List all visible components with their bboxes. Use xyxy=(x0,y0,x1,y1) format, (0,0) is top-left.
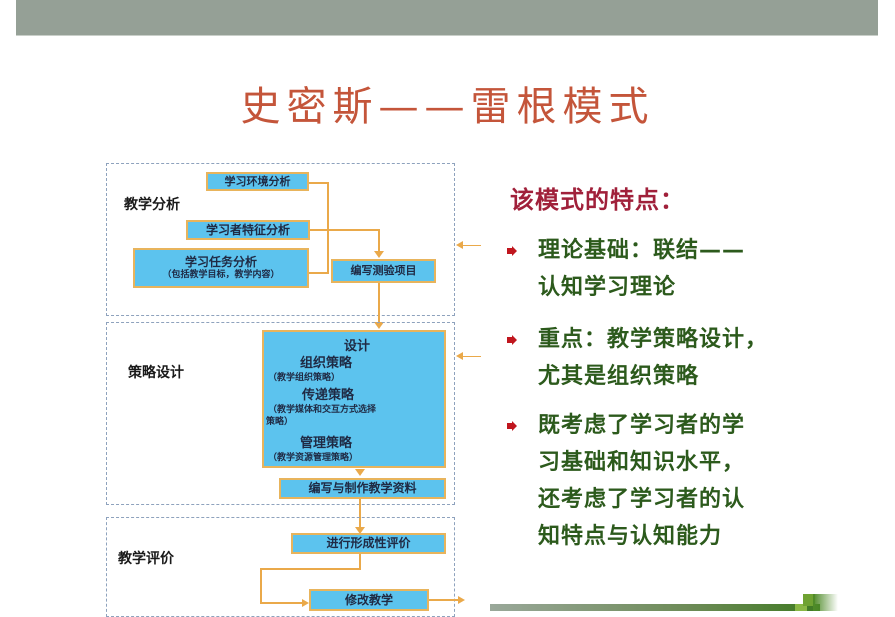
design-mgmt-strategy: 管理策略 xyxy=(300,436,353,451)
feature-line: 习基础和知识水平， xyxy=(538,450,746,475)
connector xyxy=(327,182,329,274)
box-learner-characteristics: 学习者特征分析 xyxy=(186,220,310,240)
box-write-materials: 编写与制作教学资料 xyxy=(279,478,446,499)
arrow-left-icon xyxy=(456,352,463,360)
box-label: 进行形成性评价 xyxy=(326,536,411,551)
feature-line: 重点：教学策略设计， xyxy=(538,327,769,352)
red-arrow-bullet-icon xyxy=(507,335,517,345)
footer-decor-fade xyxy=(813,594,838,611)
arrow-down-icon xyxy=(355,527,365,534)
stage-label-analysis: 教学分析 xyxy=(124,197,180,213)
arrow-down-icon xyxy=(355,469,365,476)
connector xyxy=(359,499,361,529)
feature-line: 还考虑了学习者的认 xyxy=(538,487,746,512)
box-revise-instruction: 修改教学 xyxy=(309,589,429,611)
design-delivery-sub2: 策略） xyxy=(266,417,294,427)
feedback-line xyxy=(463,356,481,357)
stage-label-strategy: 策略设计 xyxy=(128,365,184,381)
footer-decor-square xyxy=(803,594,815,606)
feedback-line xyxy=(463,245,481,246)
feature-line: 既考虑了学习者的学 xyxy=(538,413,746,438)
box-label: 编写测验项目 xyxy=(350,264,417,278)
connector xyxy=(378,229,380,252)
stage-panel-strategy xyxy=(106,322,455,505)
red-arrow-bullet-icon xyxy=(507,246,517,256)
stage-panel-analysis xyxy=(106,163,455,316)
feature-line: 理论基础：联结—— xyxy=(538,238,746,263)
box-label: 学习任务分析 xyxy=(184,255,257,270)
feature-line: 尤其是组织策略 xyxy=(538,364,700,389)
design-heading: 设计 xyxy=(344,339,371,354)
design-org-sub: （教学组织策略） xyxy=(268,373,341,383)
design-mgmt-sub: （教学资源管理策略） xyxy=(268,453,359,463)
arrow-left-icon xyxy=(456,241,463,249)
box-learning-environment: 学习环境分析 xyxy=(206,172,309,191)
box-label: 学习者特征分析 xyxy=(205,222,290,237)
connector xyxy=(378,283,380,323)
footer-decor-bar xyxy=(490,604,820,611)
feature-item-focus: 重点：教学策略设计， 尤其是组织策略 xyxy=(538,321,828,395)
box-label: 修改教学 xyxy=(344,592,393,607)
footer-decor-square xyxy=(795,604,807,611)
features-title: 该模式的特点： xyxy=(510,186,685,214)
box-sublabel: （包括教学目标，教学内容） xyxy=(162,269,280,280)
design-org-strategy: 组织策略 xyxy=(300,356,353,371)
arrow-right-icon xyxy=(458,596,465,604)
connector xyxy=(260,568,361,570)
box-label: 编写与制作教学资料 xyxy=(308,481,417,496)
feature-item-theory: 理论基础：联结—— 认知学习理论 xyxy=(538,232,828,306)
feature-line: 认知学习理论 xyxy=(538,275,677,300)
design-delivery-strategy: 传递策略 xyxy=(302,388,355,403)
box-formative-evaluation: 进行形成性评价 xyxy=(291,533,446,554)
box-write-test-items: 编写测验项目 xyxy=(331,259,436,283)
box-design-strategies: 设计 组织策略 （教学组织策略） 传递策略 （教学媒体和交互方式选择 策略） 管… xyxy=(262,330,446,468)
connector xyxy=(429,599,459,601)
arrow-right-icon xyxy=(302,599,309,607)
connector xyxy=(359,554,361,569)
feature-item-learner: 既考虑了学习者的学 习基础和知识水平， 还考虑了学习者的认 知特点与认知能力 xyxy=(538,407,828,555)
connector xyxy=(309,272,328,274)
header-banner xyxy=(16,0,878,36)
arrow-down-icon xyxy=(374,251,384,258)
connector xyxy=(260,568,262,603)
box-learning-task: 学习任务分析 （包括教学目标，教学内容） xyxy=(133,248,309,288)
stage-label-evaluation: 教学评价 xyxy=(118,551,174,567)
connector xyxy=(309,182,328,184)
connector xyxy=(310,229,379,231)
arrow-down-icon xyxy=(374,322,384,329)
design-delivery-sub: （教学媒体和交互方式选择 xyxy=(268,405,377,415)
feature-line: 知特点与认知能力 xyxy=(538,524,723,549)
box-label: 学习环境分析 xyxy=(224,174,291,188)
connector xyxy=(260,602,304,604)
red-arrow-bullet-icon xyxy=(507,421,517,431)
slide-title: 史密斯——雷根模式 xyxy=(240,84,655,130)
